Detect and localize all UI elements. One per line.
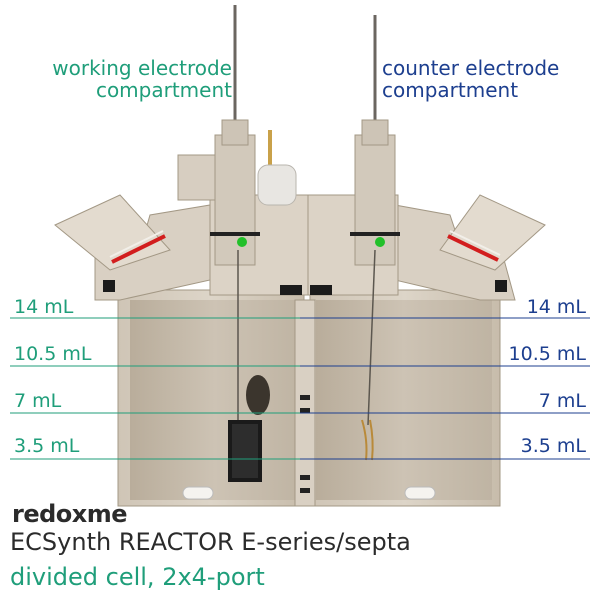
counter-compartment-body (307, 119, 546, 507)
counter-compartment-label-line2: compartment (382, 78, 519, 102)
volume-label-right-14: 14 mL (526, 296, 586, 318)
counter-compartment-label-line1: counter electrode (382, 56, 560, 80)
volume-label-left-14: 14 mL (14, 296, 74, 318)
volume-lines (10, 317, 590, 460)
volume-label-left-3-5: 3.5 mL (14, 435, 80, 457)
working-compartment-label-line1: working electrode (52, 56, 232, 80)
working-indicator-dot (237, 237, 247, 247)
volume-label-right-10-5: 10.5 mL (508, 343, 586, 365)
volume-label-left-10-5: 10.5 mL (14, 343, 92, 365)
volume-label-right-7: 7 mL (538, 390, 586, 412)
working-compartment-label: working electrode compartment (30, 57, 232, 101)
working-compartment-label-line2: compartment (95, 78, 232, 102)
product-subtitle: divided cell, 2x4-port (10, 563, 265, 591)
working-compartment-body (54, 119, 311, 507)
volume-label-right-3-5: 3.5 mL (520, 435, 586, 457)
counter-compartment-label: counter electrode compartment (382, 57, 559, 101)
product-title: ECSynth REACTOR E-series/septa (10, 528, 411, 556)
counter-indicator-dot (375, 237, 385, 247)
volume-label-left-7: 7 mL (14, 390, 62, 412)
brand-logo: redoxme (12, 500, 128, 528)
